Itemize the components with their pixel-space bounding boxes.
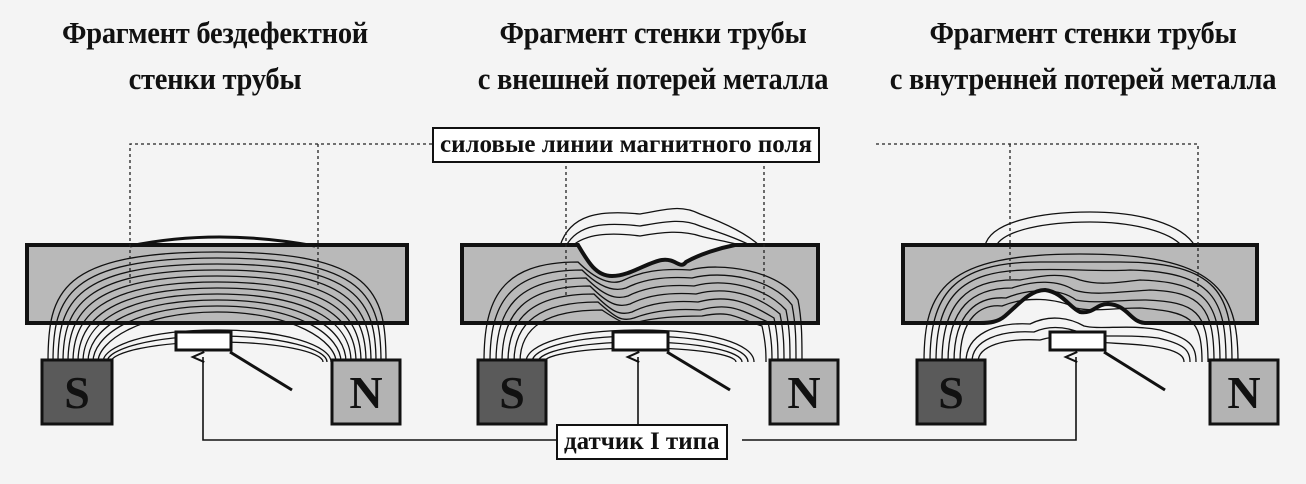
panel-internal-loss: S N	[901, 211, 1280, 426]
pipe-wall	[901, 243, 1259, 325]
magnet-south	[476, 358, 548, 426]
magnet-north-label: N	[1227, 367, 1260, 418]
sensor-arm	[229, 350, 293, 392]
magnet-north-label: N	[787, 367, 820, 418]
pipe-wall	[25, 243, 409, 325]
field-lines-label: силовые линии магнитного поля	[432, 127, 820, 163]
magnet-north	[1208, 358, 1280, 426]
panel-defect-free: S N	[25, 235, 409, 426]
field-lines	[923, 253, 1239, 363]
field-lines	[483, 261, 803, 363]
sensor-arm	[1103, 350, 1166, 392]
stray-field-line	[129, 235, 316, 248]
leakage-field-lines	[559, 207, 761, 247]
leakage-field-lines	[984, 211, 1196, 247]
title-external-loss: Фрагмент стенки трубы с внешней потерей …	[446, 10, 860, 102]
sensor	[174, 330, 233, 352]
sensor-arm	[666, 350, 731, 392]
title-line: с внутренней потерей металла	[889, 61, 1277, 96]
magnet-south-label: S	[499, 367, 525, 418]
magnet-south-label: S	[64, 367, 90, 418]
sensor	[1048, 330, 1107, 352]
sensor-label-leaders	[190, 350, 1078, 441]
title-internal-loss: Фрагмент стенки трубы с внутренней потер…	[878, 10, 1288, 102]
field-lines	[47, 251, 387, 363]
title-line: Фрагмент бездефектной	[62, 15, 368, 50]
panel-external-loss: S N	[460, 207, 840, 426]
title-line: с внешней потерей металла	[477, 61, 829, 96]
magnet-south	[40, 358, 114, 426]
magnet-north	[768, 358, 840, 426]
magnet-north	[330, 358, 402, 426]
magnet-north-label: N	[349, 367, 382, 418]
title-line: Фрагмент стенки трубы	[499, 15, 807, 50]
magnet-south	[915, 358, 987, 426]
title-line: стенки трубы	[128, 61, 302, 96]
title-defect-free: Фрагмент бездефектной стенки трубы	[17, 10, 413, 102]
sensor	[611, 330, 670, 352]
sensor-type-label: датчик I типа	[556, 424, 728, 460]
title-line: Фрагмент стенки трубы	[929, 15, 1237, 50]
magnet-south-label: S	[938, 367, 964, 418]
